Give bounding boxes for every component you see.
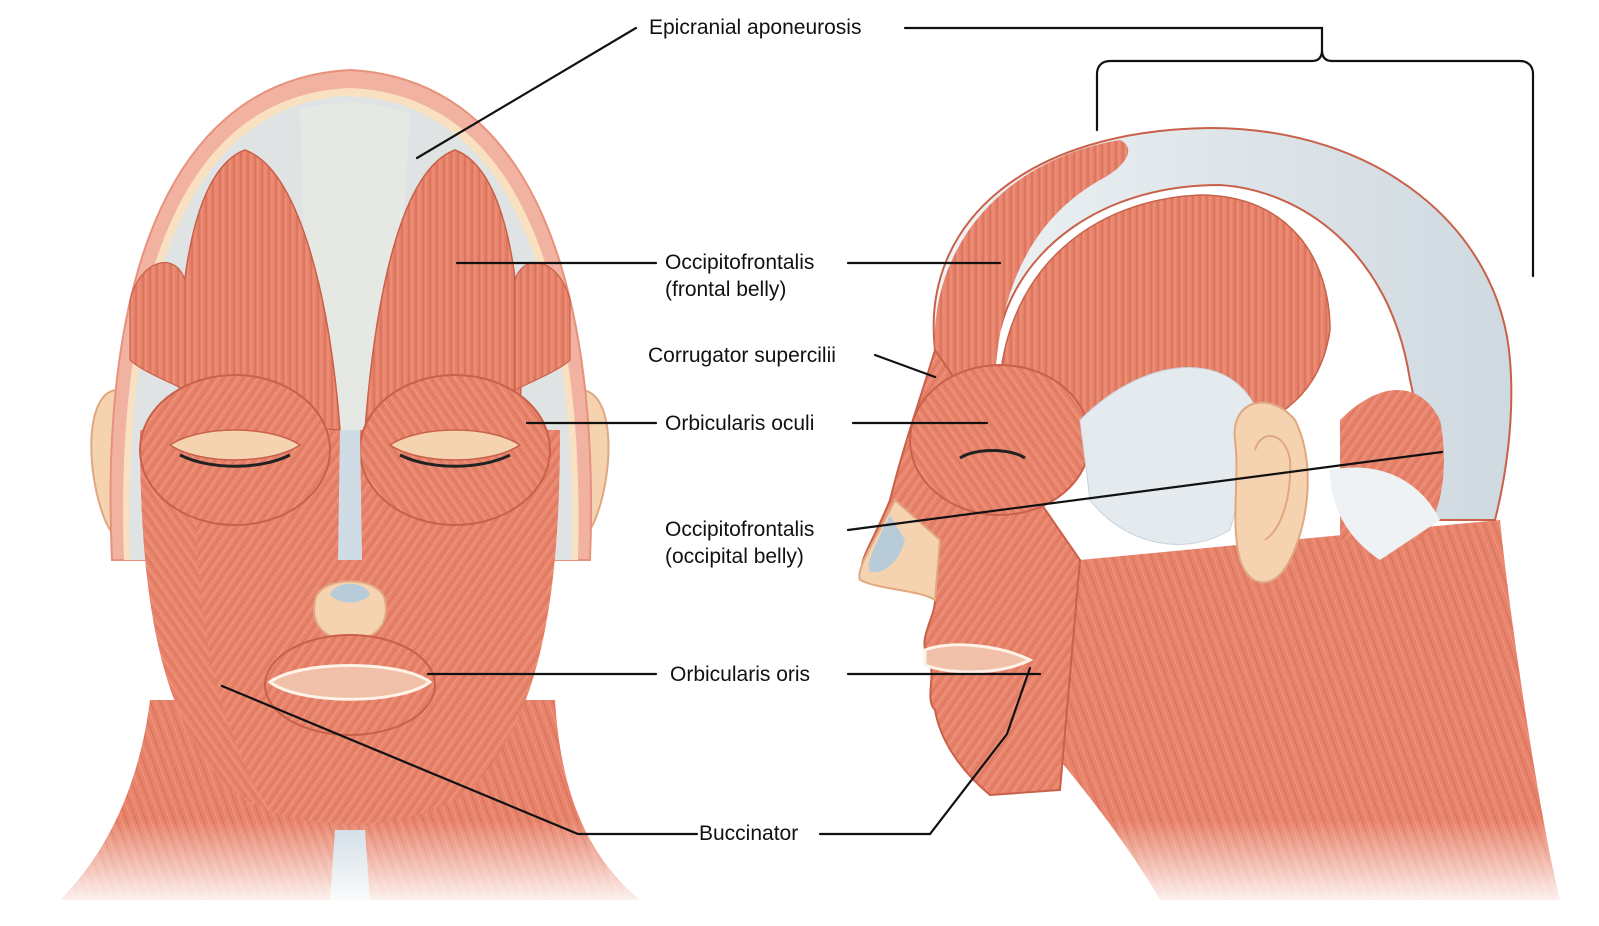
label-buccinator: Buccinator bbox=[699, 820, 798, 847]
lateral-head bbox=[858, 126, 1580, 910]
label-orbicularis-oculi: Orbicularis oculi bbox=[665, 410, 814, 437]
label-text: Occipitofrontalis bbox=[665, 518, 815, 541]
leader-buccinator-right bbox=[818, 666, 1032, 836]
label-corrugator-supercilii: Corrugator supercilii bbox=[648, 342, 836, 369]
label-text: Orbicularis oculi bbox=[665, 412, 815, 435]
label-subtext: (occipital belly) bbox=[665, 545, 804, 568]
label-orbicularis-oris: Orbicularis oris bbox=[670, 661, 810, 688]
leader-corrugator bbox=[873, 353, 937, 379]
label-text: Occipitofrontalis bbox=[665, 251, 815, 274]
orbicularis-oculi-side bbox=[909, 364, 1091, 516]
label-occipitofrontalis-occipital: Occipitofrontalis (occipital belly) bbox=[665, 516, 814, 570]
label-text: Buccinator bbox=[699, 822, 799, 845]
label-text: Corrugator supercilii bbox=[648, 344, 836, 367]
ear-side bbox=[1233, 401, 1309, 584]
leader-epicranial-left bbox=[415, 26, 638, 160]
mouth bbox=[267, 664, 433, 701]
label-text: Orbicularis oris bbox=[670, 663, 811, 686]
label-epicranial-aponeurosis: Epicranial aponeurosis bbox=[649, 14, 861, 41]
label-subtext: (frontal belly) bbox=[665, 278, 787, 301]
anterior-head bbox=[40, 68, 680, 910]
leader-lines bbox=[220, 26, 1535, 836]
label-occipitofrontalis-frontal: Occipitofrontalis (frontal belly) bbox=[665, 249, 814, 303]
label-text: Epicranial aponeurosis bbox=[649, 16, 862, 39]
leader-buccinator-left bbox=[220, 684, 699, 836]
leader-epicranial-bracket bbox=[903, 26, 1535, 278]
leader-occipital bbox=[846, 450, 1444, 532]
